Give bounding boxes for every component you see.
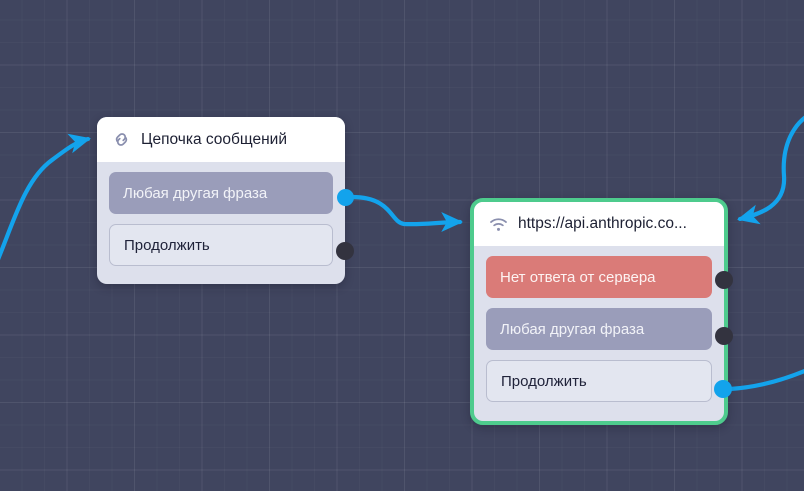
node-api-row-1[interactable]: Любая другая фраза <box>486 308 712 350</box>
node-chain-title: Цепочка сообщений <box>141 130 288 148</box>
node-chain-header[interactable]: Цепочка сообщений <box>97 117 345 162</box>
node-api-row-0-port[interactable] <box>715 271 733 289</box>
node-api-row-2[interactable]: Продолжить <box>486 360 712 402</box>
link-chain-icon <box>115 133 128 146</box>
node-api-body: Нет ответа от сервера Любая другая фраза… <box>474 246 724 414</box>
node-chain[interactable]: Цепочка сообщений Любая другая фраза Про… <box>97 117 345 284</box>
node-chain-row-0[interactable]: Любая другая фраза <box>109 172 333 214</box>
node-chain-row-1-label: Продолжить <box>124 236 210 254</box>
node-api-row-2-port[interactable] <box>714 380 732 398</box>
node-chain-row-1[interactable]: Продолжить <box>109 224 333 266</box>
node-chain-row-1-port[interactable] <box>336 242 354 260</box>
node-chain-row-0-label: Любая другая фраза <box>123 184 268 202</box>
node-api-row-0[interactable]: Нет ответа от сервера <box>486 256 712 298</box>
node-api-title: https://api.anthropic.co... <box>518 215 687 232</box>
wifi-icon <box>490 217 507 231</box>
node-api-row-1-port[interactable] <box>715 327 733 345</box>
node-api-row-0-label: Нет ответа от сервера <box>500 268 656 286</box>
node-chain-row-0-port[interactable] <box>337 189 354 206</box>
node-api-header[interactable]: https://api.anthropic.co... <box>474 202 724 246</box>
node-chain-body: Любая другая фраза Продолжить <box>97 162 345 278</box>
node-api[interactable]: https://api.anthropic.co... Нет ответа о… <box>470 198 728 425</box>
node-api-row-1-label: Любая другая фраза <box>500 320 645 338</box>
node-api-row-2-label: Продолжить <box>501 372 587 390</box>
